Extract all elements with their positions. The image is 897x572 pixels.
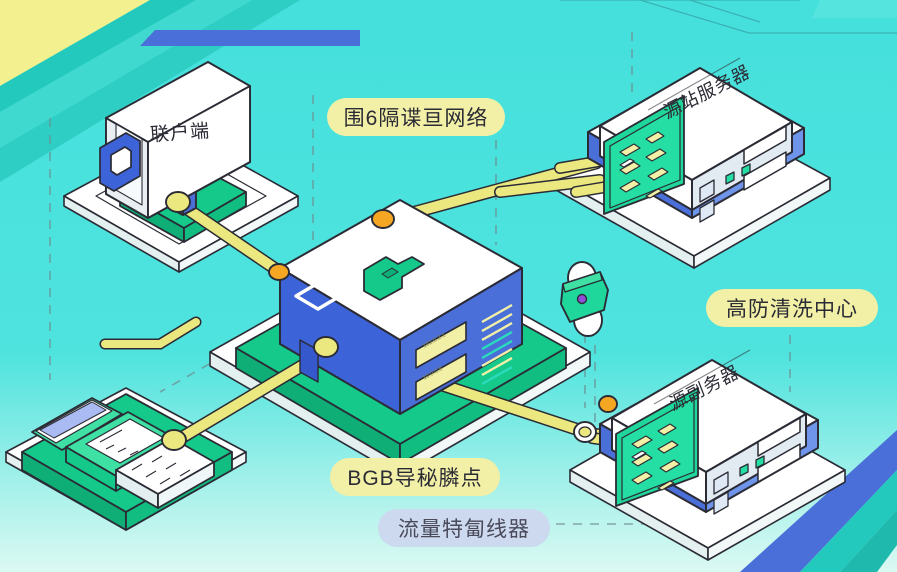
corner-sliver-top-right xyxy=(812,0,897,18)
firewall-panel-slots xyxy=(415,303,513,401)
camera-icon xyxy=(576,293,588,305)
corner-band-bottom-right xyxy=(740,430,897,572)
label-scrub-center[interactable]: 高防清洗中心 xyxy=(706,289,878,327)
label-traffic-scheduler[interactable]: 流量特匐线器 xyxy=(378,509,550,547)
node-firewall-lower[interactable] xyxy=(313,336,339,358)
node-firewall-left[interactable] xyxy=(268,263,290,281)
node-client[interactable] xyxy=(165,191,191,213)
label-bgp-node[interactable]: BGB导秘膦点 xyxy=(330,458,500,496)
node-firewall-right[interactable] xyxy=(598,395,618,413)
shield-lock-icon xyxy=(363,256,425,301)
node-firewall-top[interactable] xyxy=(371,209,395,229)
corner-band-top-left xyxy=(0,0,360,182)
corner-lines-top-right xyxy=(560,0,897,34)
node-laptop[interactable] xyxy=(161,429,187,451)
conn-client-to-firewall xyxy=(173,197,287,279)
firewall-internal-cable xyxy=(99,316,202,350)
device-label-client: 联户端 xyxy=(149,120,211,147)
client-app-icon xyxy=(99,132,141,192)
label-network[interactable]: 围6隔谍亘网络 xyxy=(327,98,505,136)
